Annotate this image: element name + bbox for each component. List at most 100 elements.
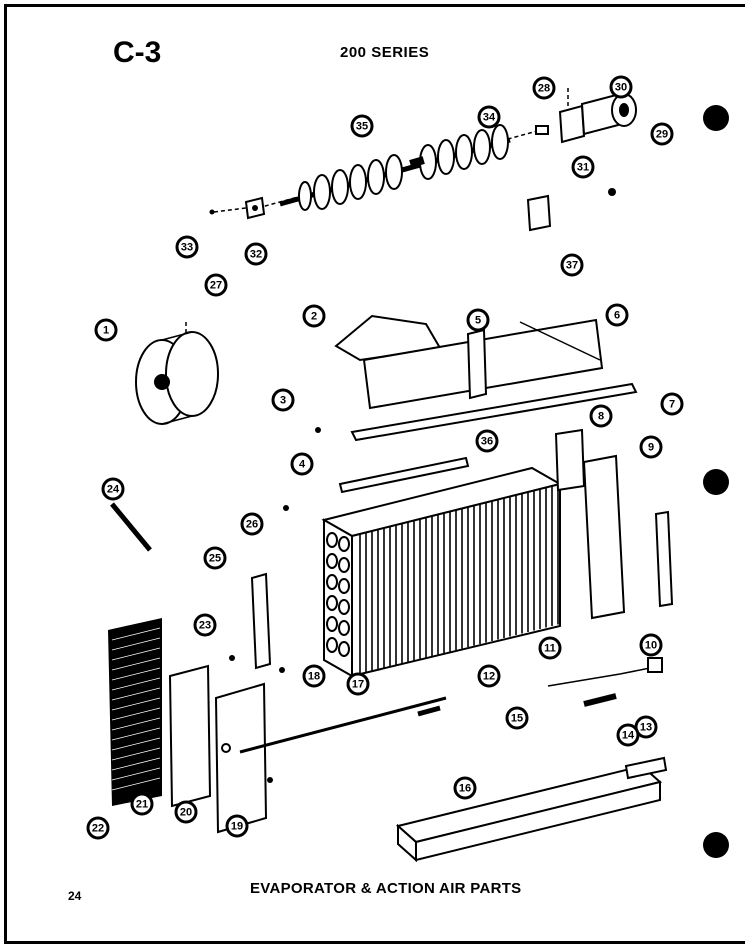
bracket-8	[554, 428, 586, 492]
action-air-shaft-assembly	[257, 124, 549, 211]
rail-4	[338, 456, 470, 494]
callout-31: 31	[571, 155, 595, 179]
svg-text:22: 22	[92, 823, 104, 835]
callout-16: 16	[453, 776, 477, 800]
svg-text:27: 27	[210, 280, 222, 292]
callout-20: 20	[174, 800, 198, 824]
callout-8: 8	[589, 404, 613, 428]
svg-text:16: 16	[459, 783, 471, 795]
svg-text:10: 10	[645, 640, 657, 652]
coil-fins	[359, 484, 559, 674]
channel-10	[654, 510, 674, 608]
callout-19: 19	[225, 814, 249, 838]
svg-text:12: 12	[483, 671, 495, 683]
motor-bracket-assembly	[558, 88, 637, 196]
callout-4: 4	[290, 452, 314, 476]
callout-17: 17	[346, 672, 370, 696]
callout-1: 1	[94, 318, 118, 342]
callout-30: 30	[609, 75, 633, 99]
panel-20	[214, 682, 268, 834]
page-frame	[4, 4, 745, 944]
callout-3: 3	[271, 388, 295, 412]
callout-22: 22	[86, 816, 110, 840]
callout-27: 27	[204, 273, 228, 297]
svg-text:15: 15	[511, 713, 523, 725]
callout-32: 32	[244, 242, 268, 266]
callout-15: 15	[505, 706, 529, 730]
tube-24	[110, 502, 152, 552]
svg-text:9: 9	[648, 442, 654, 454]
panel-21	[168, 664, 212, 808]
svg-text:23: 23	[199, 620, 211, 632]
callout-9: 9	[639, 435, 663, 459]
svg-text:8: 8	[598, 411, 604, 423]
drain-tube	[547, 657, 663, 707]
binder-hole-middle	[703, 469, 729, 495]
callout-36: 36	[475, 429, 499, 453]
blower-housing-top	[334, 314, 604, 410]
coil-tube-ends	[326, 532, 350, 657]
svg-text:37: 37	[566, 260, 578, 272]
strip-25	[250, 572, 272, 670]
evaporator-coil	[321, 466, 563, 678]
svg-text:36: 36	[481, 436, 493, 448]
svg-text:13: 13	[640, 722, 652, 734]
svg-text:30: 30	[615, 82, 627, 94]
svg-text:28: 28	[538, 83, 550, 95]
callout-26: 26	[240, 512, 264, 536]
svg-text:14: 14	[622, 730, 635, 742]
base-pan	[395, 764, 663, 863]
bracket-38	[526, 194, 552, 232]
callout-13: 13	[634, 715, 658, 739]
svg-text:34: 34	[483, 112, 496, 124]
binder-hole-top	[703, 105, 729, 131]
svg-text:20: 20	[180, 807, 192, 819]
callout-34: 34	[477, 105, 501, 129]
clip-14	[624, 756, 668, 780]
callout-37: 37	[560, 253, 584, 277]
svg-text:31: 31	[577, 162, 589, 174]
callout-35: 35	[350, 114, 374, 138]
svg-text:29: 29	[656, 129, 668, 141]
spring-16	[417, 705, 441, 717]
sheet-id: C-3	[113, 36, 162, 69]
svg-text:7: 7	[669, 399, 675, 411]
svg-text:19: 19	[231, 821, 243, 833]
blower-wheel	[135, 322, 219, 425]
callout-7: 7	[660, 392, 684, 416]
svg-text:11: 11	[544, 643, 556, 655]
svg-text:18: 18	[308, 671, 320, 683]
svg-text:1: 1	[103, 325, 109, 337]
side-panel-9	[582, 454, 626, 620]
callout-14: 14	[616, 723, 640, 747]
rail-7	[350, 382, 638, 442]
rod-17	[239, 696, 447, 754]
callout-5: 5	[466, 308, 490, 332]
callout-6: 6	[605, 303, 629, 327]
svg-text:2: 2	[311, 311, 317, 323]
series-title: 200 SERIES	[340, 44, 430, 61]
callout-28: 28	[532, 76, 556, 100]
binder-hole-bottom	[703, 832, 729, 858]
callout-24: 24	[101, 477, 125, 501]
svg-text:26: 26	[246, 519, 258, 531]
svg-text:4: 4	[299, 459, 306, 471]
callout-2: 2	[302, 304, 326, 328]
svg-text:3: 3	[280, 395, 286, 407]
svg-text:33: 33	[181, 242, 193, 254]
callout-21: 21	[130, 792, 154, 816]
shaft-discs	[298, 124, 509, 211]
diagram-caption: EVAPORATOR & ACTION AIR PARTS	[250, 880, 522, 897]
svg-text:24: 24	[107, 484, 120, 496]
filter-22	[108, 618, 162, 806]
svg-text:6: 6	[614, 310, 620, 322]
svg-text:35: 35	[356, 121, 368, 133]
callout-18: 18	[302, 664, 326, 688]
callout-33: 33	[175, 235, 199, 259]
callout-10: 10	[639, 633, 663, 657]
svg-text:17: 17	[352, 679, 364, 691]
bearing-bracket	[209, 196, 266, 220]
svg-text:5: 5	[475, 315, 481, 327]
